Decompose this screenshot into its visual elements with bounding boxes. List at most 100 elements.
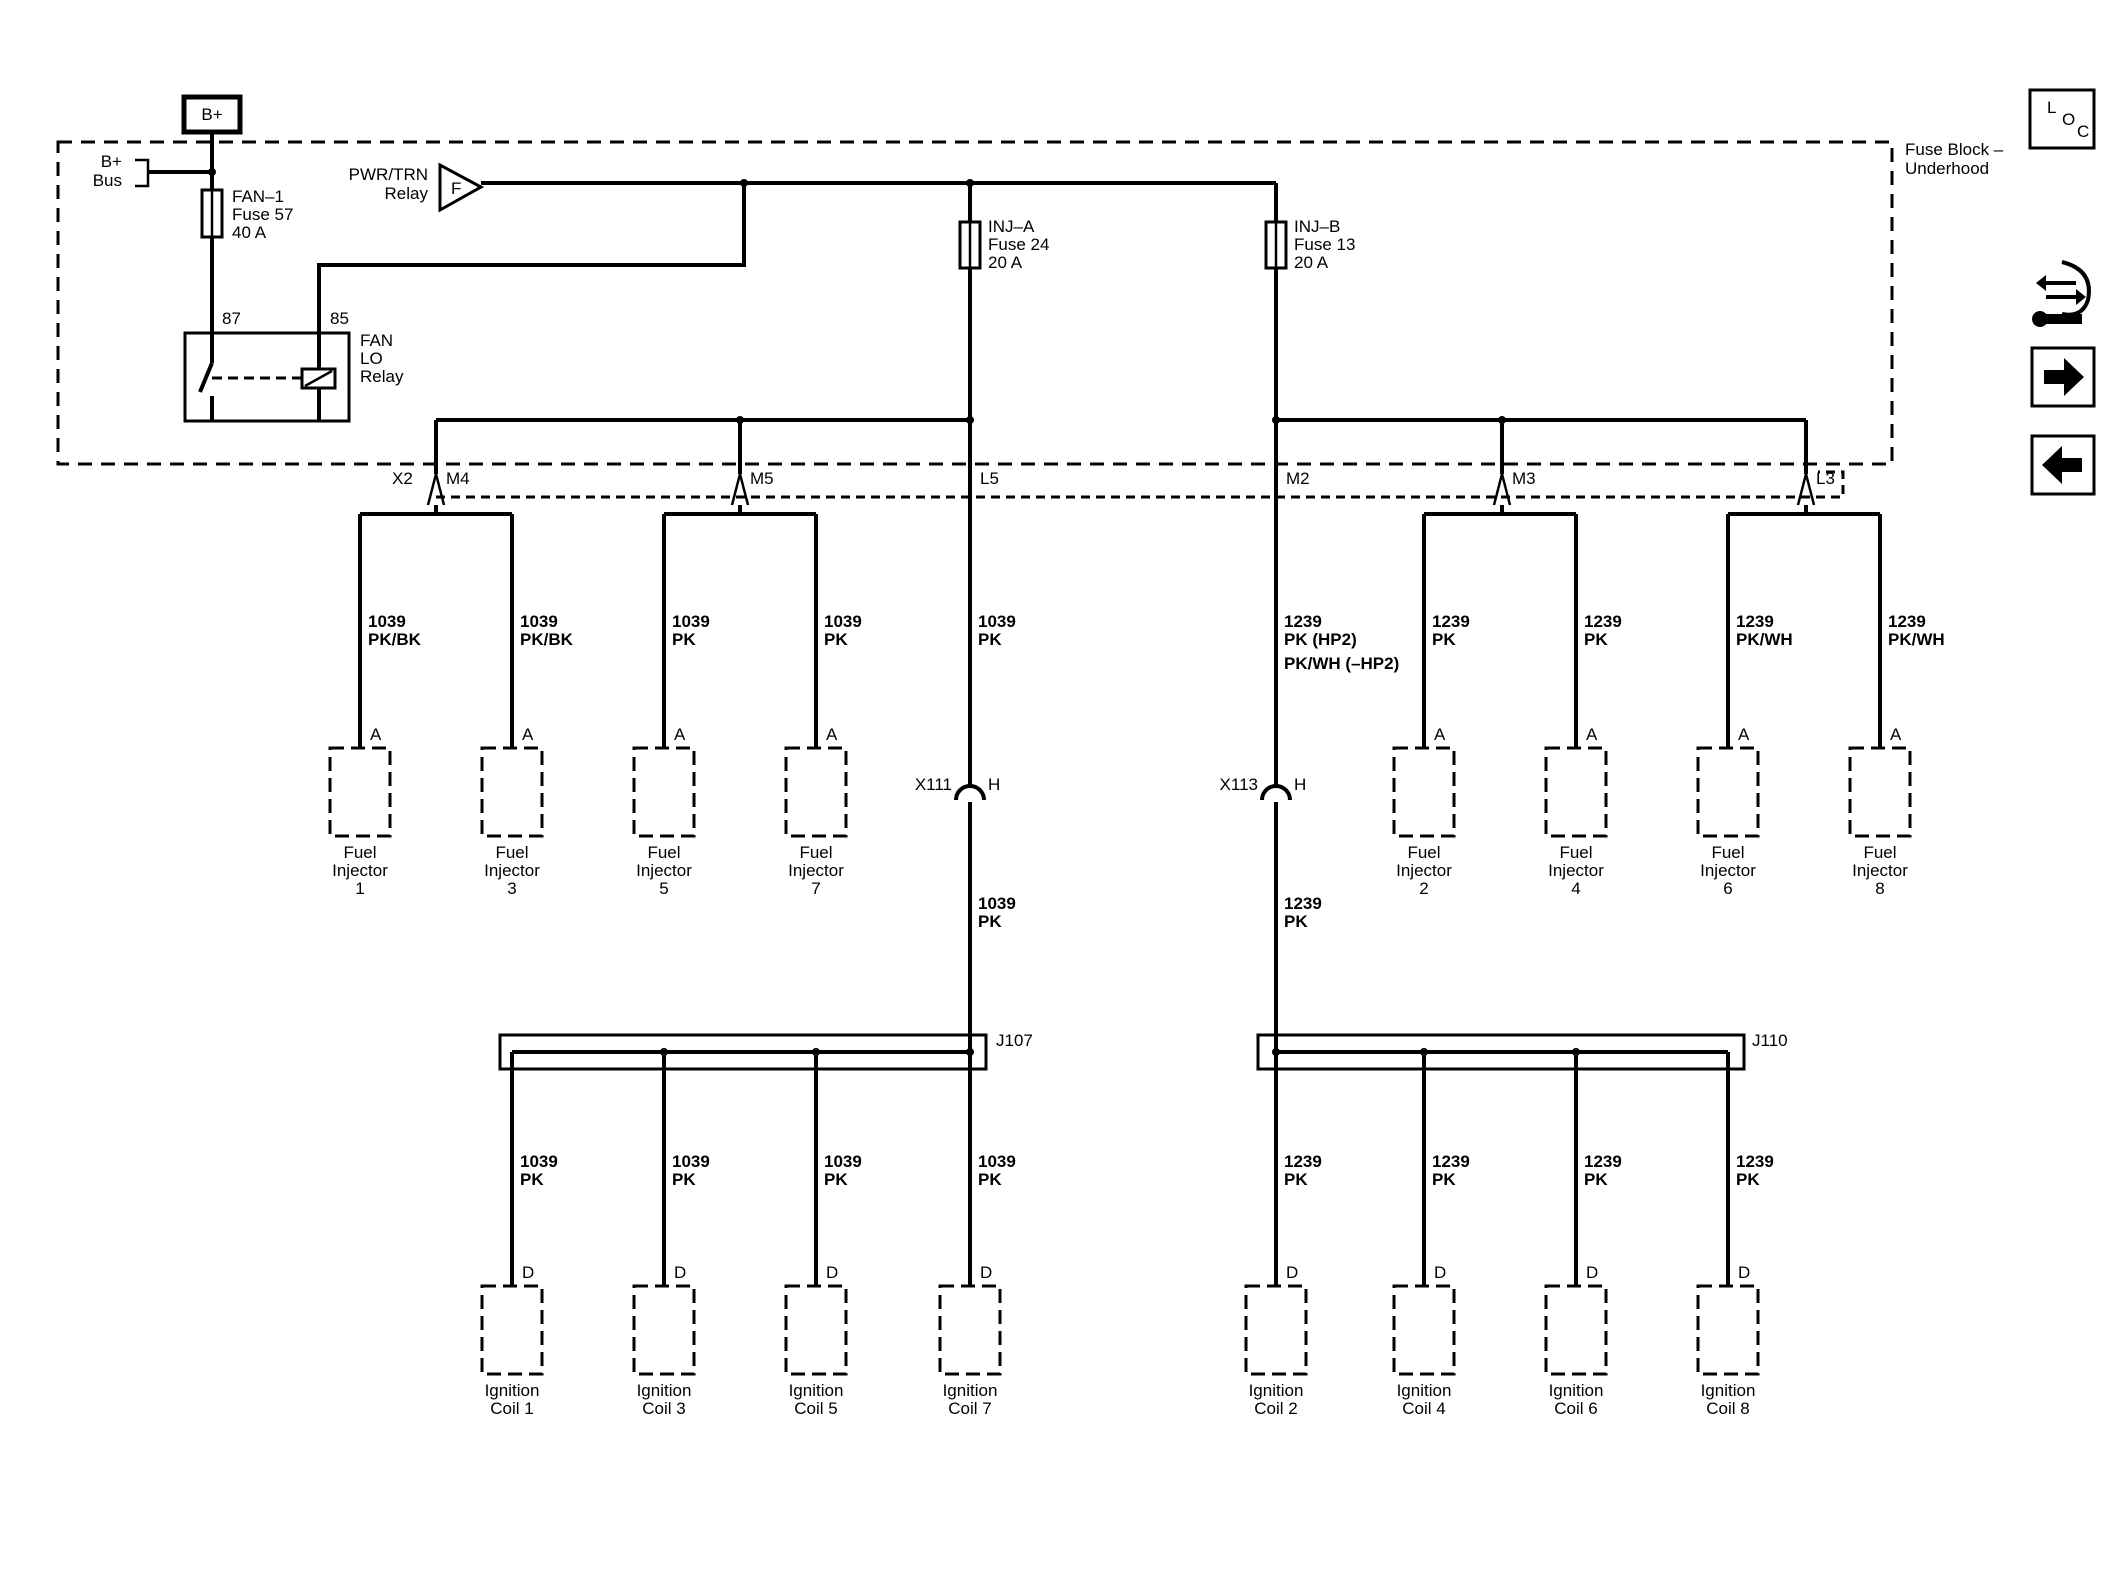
svg-text:40 A: 40 A bbox=[232, 223, 267, 242]
svg-text:PK: PK bbox=[1584, 1170, 1608, 1189]
svg-text:A: A bbox=[826, 725, 838, 744]
svg-text:1039: 1039 bbox=[824, 1152, 862, 1171]
connector-x2-label: X2 bbox=[392, 469, 413, 488]
svg-text:87: 87 bbox=[222, 309, 241, 328]
pin-m2: M2 bbox=[1286, 469, 1310, 488]
fuel-injector-7: A Fuel Injector 7 bbox=[784, 725, 848, 898]
svg-text:D: D bbox=[1586, 1263, 1598, 1282]
ignition-coil-3: D Ignition Coil 3 bbox=[632, 1263, 696, 1418]
svg-text:Coil 6: Coil 6 bbox=[1554, 1399, 1597, 1418]
svg-text:Coil 1: Coil 1 bbox=[490, 1399, 533, 1418]
svg-text:PK: PK bbox=[824, 1170, 848, 1189]
svg-text:D: D bbox=[1434, 1263, 1446, 1282]
pin-l5: L5 bbox=[980, 469, 999, 488]
svg-text:1039: 1039 bbox=[520, 1152, 558, 1171]
splice-pack-j107: J107 bbox=[498, 1031, 1033, 1071]
svg-text:1: 1 bbox=[355, 879, 364, 898]
svg-text:D: D bbox=[826, 1263, 838, 1282]
svg-text:D: D bbox=[980, 1263, 992, 1282]
svg-text:Injector: Injector bbox=[332, 861, 388, 880]
fuel-injector-3: A Fuel Injector 3 bbox=[480, 725, 544, 898]
svg-text:X111: X111 bbox=[915, 775, 952, 794]
svg-text:8: 8 bbox=[1875, 879, 1884, 898]
svg-text:PK: PK bbox=[1736, 1170, 1760, 1189]
svg-text:Injector: Injector bbox=[1396, 861, 1452, 880]
svg-text:20 A: 20 A bbox=[1294, 253, 1329, 272]
svg-text:Coil 2: Coil 2 bbox=[1254, 1399, 1297, 1418]
svg-text:Fuel: Fuel bbox=[647, 843, 680, 862]
svg-text:1239: 1239 bbox=[1736, 612, 1774, 631]
svg-text:PK: PK bbox=[1284, 1170, 1308, 1189]
svg-text:Fuel: Fuel bbox=[343, 843, 376, 862]
svg-text:H: H bbox=[988, 775, 1000, 794]
svg-text:D: D bbox=[1286, 1263, 1298, 1282]
ignition-coil-2: D Ignition Coil 2 bbox=[1244, 1263, 1308, 1418]
svg-text:Injector: Injector bbox=[1548, 861, 1604, 880]
svg-text:A: A bbox=[674, 725, 686, 744]
component-locator-icon[interactable] bbox=[2030, 250, 2094, 330]
svg-text:Injector: Injector bbox=[788, 861, 844, 880]
svg-text:1239: 1239 bbox=[1284, 612, 1322, 631]
svg-text:A: A bbox=[1890, 725, 1902, 744]
svg-text:85: 85 bbox=[330, 309, 349, 328]
svg-text:Injector: Injector bbox=[484, 861, 540, 880]
svg-text:PK: PK bbox=[978, 1170, 1002, 1189]
svg-text:PK: PK bbox=[824, 630, 848, 649]
pwr-trn-relay-symbol bbox=[438, 162, 485, 213]
svg-text:2: 2 bbox=[1419, 879, 1428, 898]
svg-text:1039: 1039 bbox=[672, 612, 710, 631]
svg-text:Injector: Injector bbox=[636, 861, 692, 880]
svg-text:4: 4 bbox=[1571, 879, 1580, 898]
svg-text:J107: J107 bbox=[996, 1031, 1033, 1050]
svg-text:H: H bbox=[1294, 775, 1306, 794]
fuse-block-label-2: Underhood bbox=[1905, 159, 1989, 178]
pin-m5: M5 bbox=[750, 469, 774, 488]
pin-m3: M3 bbox=[1512, 469, 1536, 488]
svg-text:D: D bbox=[522, 1263, 534, 1282]
svg-text:PK (HP2): PK (HP2) bbox=[1284, 630, 1357, 649]
ignition-coil-1: D Ignition Coil 1 bbox=[480, 1263, 544, 1418]
svg-text:PK: PK bbox=[1432, 630, 1456, 649]
svg-text:Ignition: Ignition bbox=[1549, 1381, 1604, 1400]
svg-text:PK: PK bbox=[672, 630, 696, 649]
pin-l3: L3 bbox=[1816, 469, 1835, 488]
arrow-right-icon[interactable] bbox=[2030, 346, 2096, 408]
svg-text:1239: 1239 bbox=[1888, 612, 1926, 631]
svg-text:FAN: FAN bbox=[360, 331, 393, 350]
svg-text:20 A: 20 A bbox=[988, 253, 1023, 272]
svg-text:PK: PK bbox=[1584, 630, 1608, 649]
ignition-coil-8: D Ignition Coil 8 bbox=[1696, 1263, 1760, 1418]
svg-text:O: O bbox=[2062, 110, 2075, 129]
ignition-coil-7: D Ignition Coil 7 bbox=[938, 1263, 1002, 1418]
fuel-injector-6: A Fuel Injector 6 bbox=[1696, 725, 1760, 898]
b-plus-label: B+ bbox=[201, 105, 222, 124]
fuse-block-boundary bbox=[56, 140, 1894, 466]
svg-text:PWR/TRN: PWR/TRN bbox=[349, 165, 428, 184]
svg-text:A: A bbox=[522, 725, 534, 744]
svg-text:A: A bbox=[370, 725, 382, 744]
svg-text:PK: PK bbox=[1432, 1170, 1456, 1189]
svg-text:1239: 1239 bbox=[1584, 612, 1622, 631]
svg-text:Fuel: Fuel bbox=[1863, 843, 1896, 862]
svg-text:1039: 1039 bbox=[978, 612, 1016, 631]
svg-text:1239: 1239 bbox=[1284, 1152, 1322, 1171]
svg-text:Coil 5: Coil 5 bbox=[794, 1399, 837, 1418]
svg-text:Fuel: Fuel bbox=[1559, 843, 1592, 862]
arrow-left-icon[interactable] bbox=[2030, 434, 2096, 496]
svg-text:Fuse 57: Fuse 57 bbox=[232, 205, 293, 224]
svg-text:D: D bbox=[1738, 1263, 1750, 1282]
b-plus-bus-label: B+ bbox=[101, 152, 122, 171]
svg-text:1239: 1239 bbox=[1432, 612, 1470, 631]
b-plus-bus-label-2: Bus bbox=[93, 171, 122, 190]
fuel-injector-2: A Fuel Injector 2 bbox=[1392, 725, 1456, 898]
svg-text:Ignition: Ignition bbox=[789, 1381, 844, 1400]
svg-text:Ignition: Ignition bbox=[637, 1381, 692, 1400]
svg-text:Injector: Injector bbox=[1852, 861, 1908, 880]
svg-text:Ignition: Ignition bbox=[1397, 1381, 1452, 1400]
svg-text:PK/WH (–HP2): PK/WH (–HP2) bbox=[1284, 654, 1399, 673]
location-button[interactable]: L O C bbox=[2028, 88, 2096, 150]
svg-text:Relay: Relay bbox=[385, 184, 429, 203]
svg-text:1239: 1239 bbox=[1432, 1152, 1470, 1171]
svg-text:Fuel: Fuel bbox=[495, 843, 528, 862]
